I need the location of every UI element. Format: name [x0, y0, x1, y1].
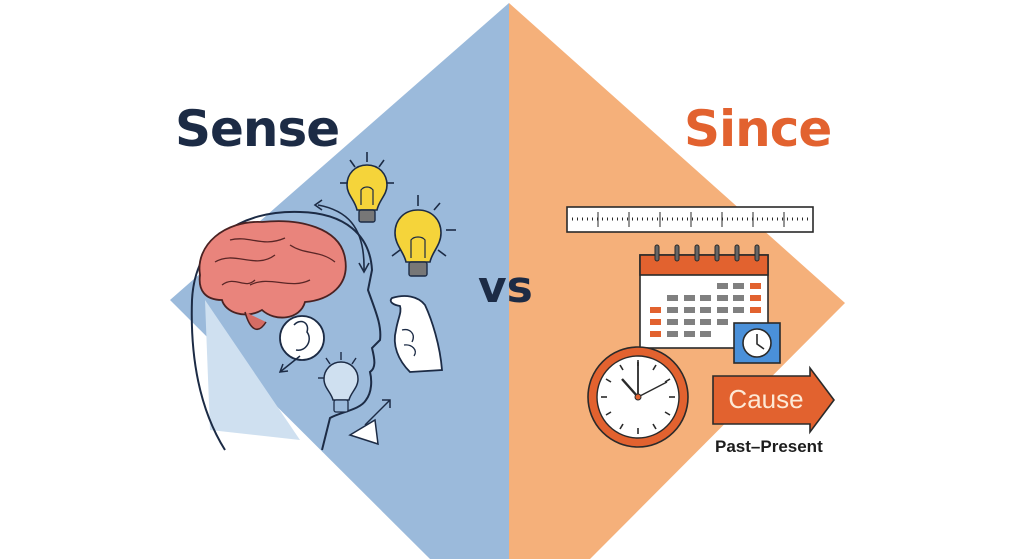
- hand-icon: [389, 295, 443, 373]
- since-title: Since: [684, 100, 832, 158]
- lightbulb-outline-icon: [318, 352, 359, 413]
- small-clock-icon: [733, 322, 781, 364]
- ruler-timeline-icon: [566, 206, 814, 233]
- hand-icon: [278, 315, 325, 373]
- wall-clock-icon: [587, 346, 689, 448]
- calendar-icon: [639, 244, 769, 349]
- lightbulb-icon: [391, 195, 456, 277]
- past-present-caption: Past–Present: [715, 437, 823, 456]
- light-wedge: [205, 300, 300, 440]
- sense-title: Sense: [175, 100, 340, 158]
- cause-label: Cause: [728, 384, 804, 414]
- lightbulb-icon: [340, 152, 394, 223]
- brain-icon: [198, 220, 347, 331]
- arrow-tag-icon: [712, 365, 835, 435]
- head-silhouette-icon: [190, 210, 382, 451]
- direction-arrow-icon: [348, 399, 391, 446]
- vs-label: vs: [478, 262, 533, 313]
- cycle-arrow-icon: [313, 199, 370, 274]
